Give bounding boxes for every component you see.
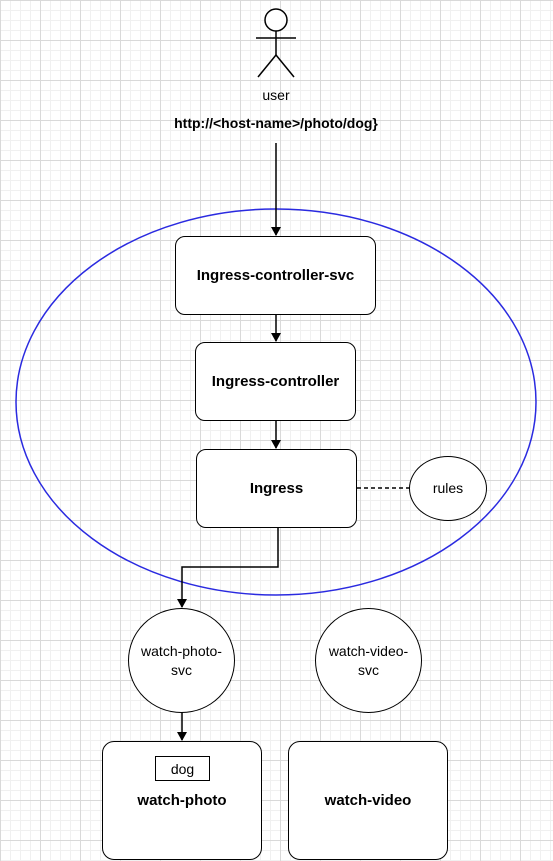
user-label: user <box>262 87 290 103</box>
watch-photo-svc-label-line2: svc <box>171 661 192 678</box>
watch-video-title: watch-video <box>324 792 412 809</box>
ingress-controller-svc-box[interactable]: Ingress-controller-svc <box>175 236 376 315</box>
watch-video-svc-node[interactable]: watch-video- svc <box>315 608 422 713</box>
ingress-controller-box[interactable]: Ingress-controller <box>195 342 356 421</box>
arrow-ingress-to-photo-svc <box>177 527 279 608</box>
ingress-box[interactable]: Ingress <box>196 449 357 528</box>
rules-node[interactable]: rules <box>409 456 487 521</box>
watch-photo-pod[interactable]: dog watch-photo <box>102 741 262 860</box>
watch-photo-svc-label-line1: watch-photo- <box>141 642 222 659</box>
watch-video-pod[interactable]: watch-video <box>288 741 448 860</box>
watch-video-svc-label-line2: svc <box>358 661 379 678</box>
watch-photo-title: watch-photo <box>137 792 227 809</box>
dog-tag: dog <box>155 756 210 781</box>
request-url: http://<host-name>/photo/dog} <box>174 115 378 131</box>
watch-photo-svc-node[interactable]: watch-photo- svc <box>128 608 235 713</box>
watch-video-svc-label-line1: watch-video- <box>328 642 409 659</box>
user-actor-icon <box>256 8 296 78</box>
